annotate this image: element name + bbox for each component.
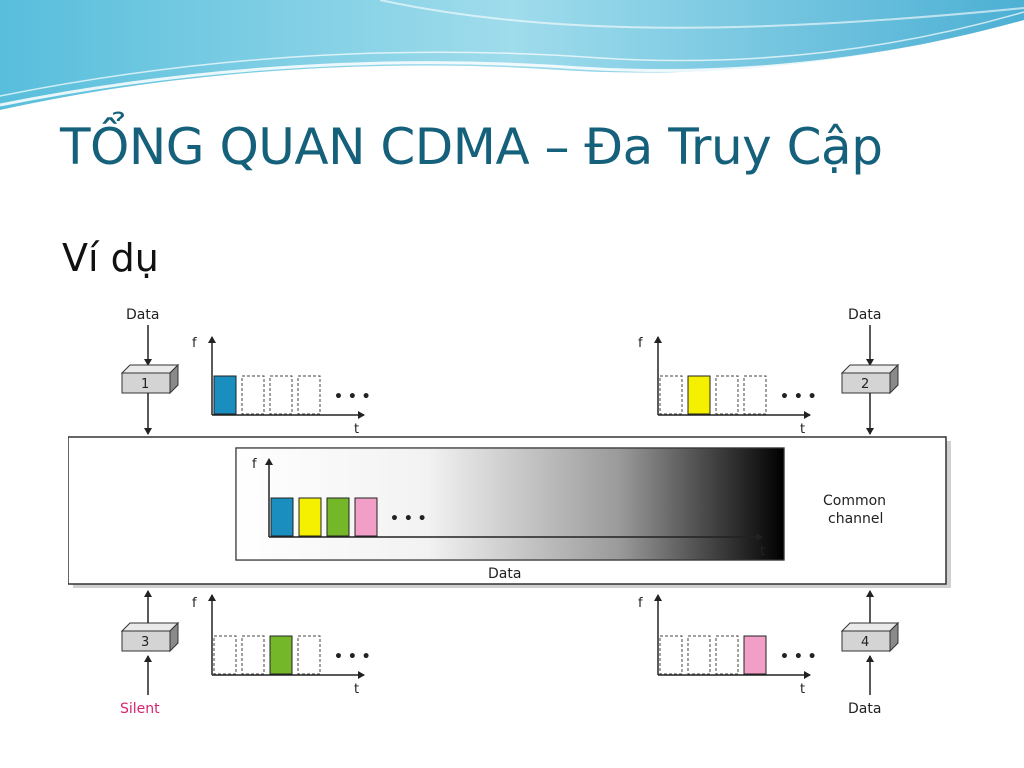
station-3-input-label: Silent (120, 701, 160, 717)
svg-text:• • •: • • • (334, 389, 371, 405)
station-2-chart: f t • • • (638, 336, 817, 437)
svg-text:t: t (354, 682, 359, 697)
svg-text:• • •: • • • (334, 649, 371, 665)
header-wave-decoration (0, 0, 1024, 110)
svg-text:t: t (800, 422, 805, 437)
station-1-input-label: Data (126, 307, 159, 323)
channel-f-label: f (252, 457, 257, 472)
svg-text:t: t (354, 422, 359, 437)
station-1: Data 1 f t • • • (120, 307, 371, 437)
svg-text:f: f (638, 596, 643, 611)
svg-text:f: f (638, 336, 643, 351)
channel-code-2 (298, 497, 322, 537)
station-2-input-label: Data (848, 307, 881, 323)
channel-t-label: t (760, 544, 765, 559)
channel-code-4 (354, 497, 378, 537)
svg-text:• • •: • • • (780, 389, 817, 405)
common-channel-label: Common (823, 493, 886, 509)
cdma-diagram: Common channel Data f t • • • Data 1 f t (68, 305, 956, 717)
station-4-input-label: Data (848, 701, 881, 717)
channel-axes: f t • • • (252, 457, 765, 559)
station-3-chart: f t • • • (192, 594, 371, 697)
station-2: Data 2 f t • • • (638, 307, 900, 437)
common-channel-label-2: channel (828, 511, 883, 527)
common-channel-box: Common channel Data (68, 436, 951, 588)
station-2-id: 2 (861, 377, 869, 392)
station-1-chart: f t • • • (192, 336, 371, 437)
slide-subtitle: Ví dụ (62, 236, 159, 280)
station-1-id: 1 (141, 377, 149, 392)
slide-title: TỔNG QUAN CDMA – Đa Truy Cập (60, 118, 883, 176)
station-4-chart: f t • • • (638, 594, 817, 697)
channel-data-label: Data (488, 566, 521, 582)
channel-code-3 (326, 497, 350, 537)
svg-text:f: f (192, 336, 197, 351)
station-4: Data 4 f t • • • (638, 590, 900, 717)
svg-text:• • •: • • • (780, 649, 817, 665)
station-4-id: 4 (861, 635, 869, 650)
station-3: Silent 3 f t • • • (120, 590, 371, 717)
channel-dots: • • • (390, 511, 427, 527)
channel-code-1 (270, 497, 294, 537)
svg-text:f: f (192, 596, 197, 611)
station-3-id: 3 (141, 635, 149, 650)
svg-text:t: t (800, 682, 805, 697)
